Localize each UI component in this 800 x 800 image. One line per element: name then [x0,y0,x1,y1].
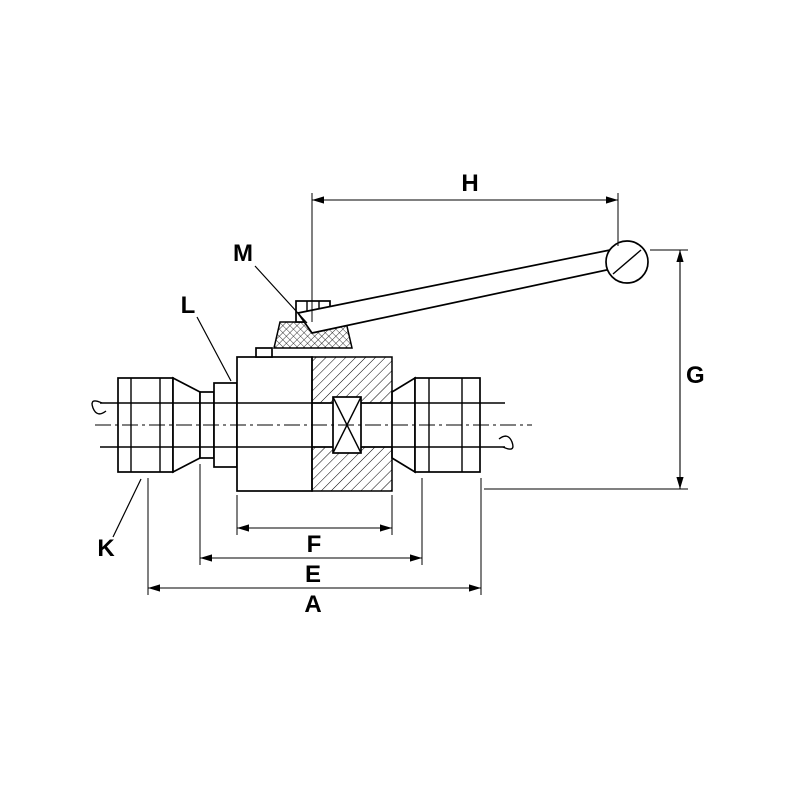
callout-k: K [97,478,142,562]
right-pipe-break-curl [498,435,514,450]
dimension-f: F [236,495,393,558]
dimension-a: A [147,478,482,618]
dimension-e: E [199,464,423,588]
part-label-m: M [233,240,253,267]
callout-m: M [233,240,308,324]
dim-label-f: F [307,531,322,558]
dimension-g: G [484,249,705,490]
cartridge-hatch-top [311,356,393,404]
body-block [236,356,313,492]
handle-knob-diagonal [612,249,642,275]
left-pipe-break-curl [91,400,107,415]
cartridge-hatch-bottom [311,446,393,492]
ball-cartridge [311,356,393,492]
dim-label-g: G [686,362,705,389]
leader-k-line [112,478,142,538]
part-label-l: L [181,292,196,319]
dim-label-a: A [304,591,321,618]
dim-label-h: H [461,170,478,197]
lever-handle [296,240,649,334]
callout-l: L [181,292,232,382]
leader-m-line [254,265,308,324]
body-top-tab [255,347,273,358]
leader-l-line [196,316,232,382]
dimension-h: H [311,170,619,322]
valve-body [236,347,313,492]
part-label-k: K [97,535,115,562]
handle-bar [296,249,618,334]
dim-label-e: E [305,561,321,588]
pipe-bore [91,400,514,450]
